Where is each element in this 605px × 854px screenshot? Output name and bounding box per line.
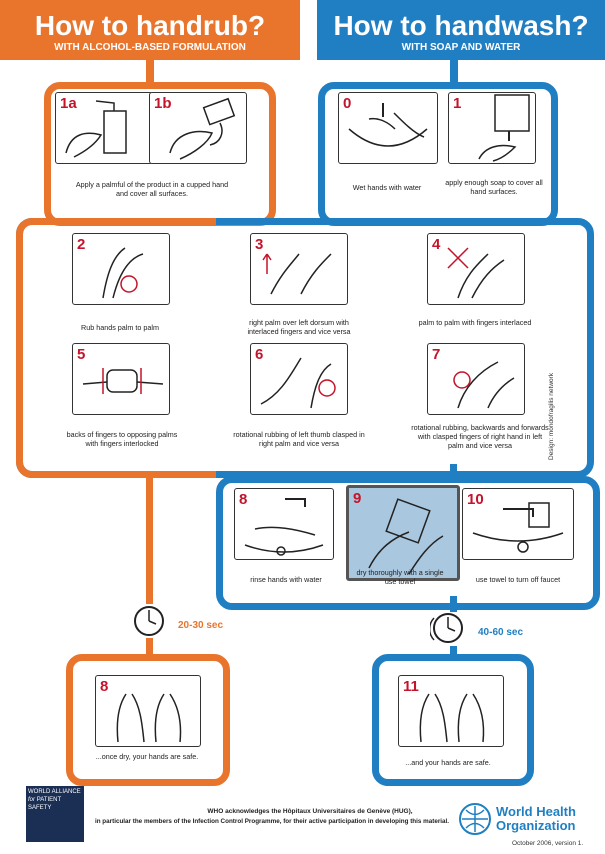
- handwash-header: How to handwash? WITH SOAP AND WATER: [317, 0, 605, 60]
- step-4-caption: palm to palm with fingers interlaced: [418, 318, 532, 327]
- step-11-tile: 11: [398, 675, 504, 747]
- step-number: 5: [77, 346, 86, 363]
- step-3-tile: 3: [250, 233, 348, 305]
- handrub-duration: 20-30 sec: [178, 620, 224, 631]
- step-11-caption: ...and your hands are safe.: [405, 758, 491, 767]
- soap-dispenser-icon: [478, 94, 530, 162]
- alliance-for: for: [28, 797, 36, 803]
- blue-stem-top: [450, 60, 458, 84]
- step-number: 3: [255, 236, 264, 253]
- steps-8-10-panel: [216, 476, 600, 610]
- step-9-tile: 9: [346, 485, 460, 581]
- step-number: 1b: [154, 95, 172, 112]
- step-number: 1a: [60, 95, 77, 112]
- step-8-wash-caption: rinse hands with water: [250, 575, 322, 584]
- step-7-caption: rotational rubbing, backwards and forwar…: [411, 423, 549, 450]
- fingers-interlaced-icon: [447, 247, 505, 299]
- handwash-title: How to handwash?: [333, 10, 589, 41]
- towel-dry-icon: [368, 498, 444, 575]
- step-6-caption: rotational rubbing of left thumb clasped…: [233, 430, 365, 448]
- rinse-faucet-icon: [244, 498, 324, 556]
- handwash-subtitle: WITH SOAP AND WATER: [401, 42, 521, 53]
- step-2-caption: Rub hands palm to palm: [81, 323, 159, 332]
- towel-faucet-icon: [472, 502, 564, 553]
- handwash-clock-icon: [430, 613, 463, 643]
- blue-stem-middle: [450, 464, 457, 478]
- handrub-header: How to handrub? WITH ALCOHOL-BASED FORMU…: [0, 0, 300, 60]
- orange-stem-middle: [146, 478, 153, 604]
- acknowledgement-line1: WHO acknowledges the Hôpitaux Universita…: [207, 808, 413, 815]
- step-number: 4: [432, 236, 441, 253]
- step-number: 2: [77, 236, 86, 253]
- blue-stem-lower-1: [450, 596, 457, 612]
- step-0-caption: Wet hands with water: [352, 183, 422, 192]
- sink-icon: [348, 103, 428, 147]
- step-number: 9: [353, 490, 362, 507]
- step-2-tile: 2: [72, 233, 170, 305]
- thumb-rotation-icon: [260, 357, 336, 409]
- hand-bottle-icon: [65, 100, 127, 158]
- fingertips-rotation-icon: [453, 361, 515, 409]
- patient-safety-logo: WORLD ALLIANCE for PATIENT SAFETY: [26, 786, 84, 842]
- step-10-caption: use towel to turn off faucet: [475, 575, 561, 584]
- handrub-final-panel: [66, 654, 230, 786]
- orange-stem-lower: [146, 638, 153, 656]
- handwash-duration: 40-60 sec: [478, 627, 524, 638]
- who-name-line2: Organization: [496, 818, 576, 833]
- step-9-caption: dry thoroughly with a single use towel: [356, 568, 444, 586]
- who-emblem-icon: [459, 803, 491, 835]
- step-8-rub-tile: 8: [95, 675, 201, 747]
- step-7-tile: 7: [427, 343, 525, 415]
- who-name-line1: World Health: [496, 804, 576, 819]
- step-4-tile: 4: [427, 233, 525, 305]
- alliance-line2: PATIENT SAFETY: [28, 797, 62, 811]
- step-number: 11: [403, 678, 419, 695]
- step-1-tile: 1: [448, 92, 536, 164]
- safe-hands-icon: [419, 693, 485, 743]
- side-credit: Design: mondofragilis network: [548, 372, 555, 460]
- step-number: 6: [255, 346, 264, 363]
- step-1b-tile: 1b: [149, 92, 247, 164]
- handrub-clock-icon: [134, 606, 164, 636]
- interlaced-dorsum-icon: [262, 253, 332, 295]
- step-0-tile: 0: [338, 92, 438, 164]
- blue-stem-lower-2: [450, 646, 457, 656]
- handwash-final-panel: [372, 654, 534, 786]
- handrub-subtitle: WITH ALCOHOL-BASED FORMULATION: [54, 42, 246, 53]
- step-5-caption: backs of fingers to opposing palms with …: [66, 430, 178, 448]
- step-1-caption: Apply a palmful of the product in a cupp…: [75, 180, 229, 198]
- step-1-wash-caption: apply enough soap to cover all hand surf…: [445, 178, 543, 196]
- document-date: October 2006, version 1.: [512, 840, 584, 847]
- step-1a-tile: 1a: [55, 92, 153, 164]
- orange-stem-top: [146, 60, 154, 84]
- step-number: 7: [432, 346, 441, 363]
- step-number: 1: [453, 95, 462, 112]
- step-8-wash-tile: 8: [234, 488, 334, 560]
- step-5-tile: 5: [72, 343, 170, 415]
- steps-2-7-panel-orange-edge: [16, 218, 216, 478]
- step-6-tile: 6: [250, 343, 348, 415]
- safe-hands-icon: [116, 693, 182, 743]
- step-number: 8: [100, 678, 109, 695]
- step-8-rub-caption: ...once dry, your hands are safe.: [95, 752, 199, 761]
- acknowledgement-line2: in particular the members of the Infecti…: [94, 818, 450, 825]
- step-number: 10: [467, 491, 484, 508]
- palm-to-palm-icon: [102, 247, 144, 299]
- step-10-tile: 10: [462, 488, 574, 560]
- alliance-line1: WORLD ALLIANCE: [28, 789, 81, 795]
- backs-of-fingers-icon: [82, 368, 164, 394]
- cupped-hand-icon: [169, 97, 236, 160]
- step-3-caption: right palm over left dorsum with interla…: [247, 318, 351, 336]
- step-number: 0: [343, 95, 352, 112]
- step-number: 8: [239, 491, 248, 508]
- handrub-title: How to handrub?: [34, 10, 266, 41]
